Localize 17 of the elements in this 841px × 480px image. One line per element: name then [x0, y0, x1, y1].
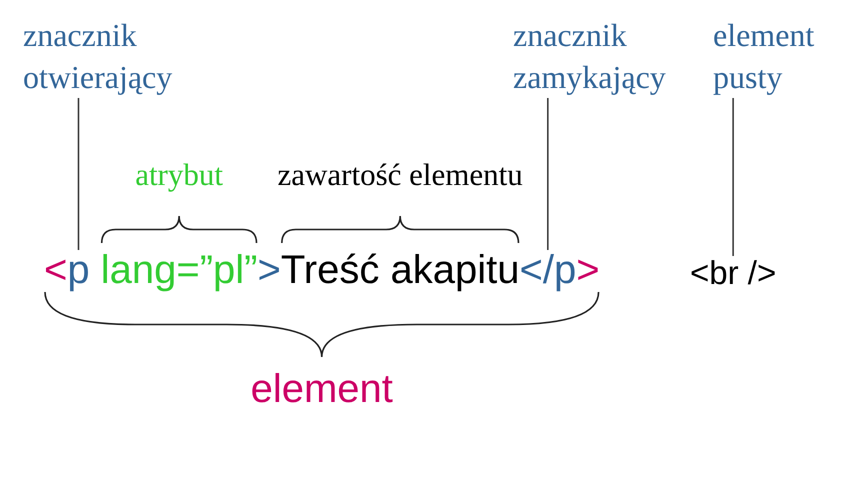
leader-line	[732, 98, 734, 256]
leader-line	[78, 98, 80, 250]
element-content: Treść akapitu	[280, 250, 520, 290]
closing-tag: </p	[519, 250, 576, 290]
content-label: zawartość elementu	[278, 159, 523, 190]
angle-bracket: >	[257, 250, 281, 290]
leader-line	[547, 98, 549, 250]
opening-tag-label: znacznik otwierający	[23, 14, 172, 98]
angle-bracket: >	[576, 250, 600, 290]
empty-element-tag: <br />	[690, 256, 776, 289]
angle-bracket: <	[44, 250, 68, 290]
attribute-label: atrybut	[135, 159, 223, 190]
attribute: lang=”pl”	[100, 250, 258, 290]
empty-element-label: element pusty	[713, 14, 814, 98]
element-label: element	[250, 369, 393, 409]
closing-tag-label: znacznik zamykający	[513, 14, 666, 98]
tag-name: p	[67, 250, 90, 290]
